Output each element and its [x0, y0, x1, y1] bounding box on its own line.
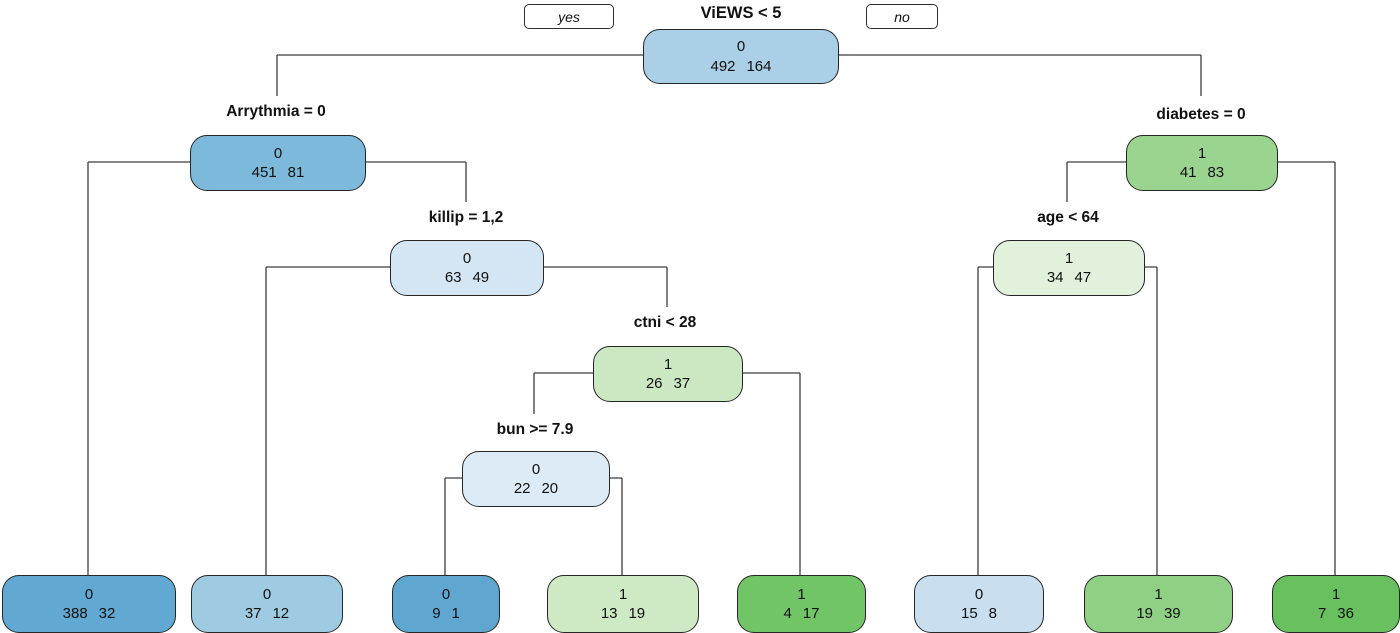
leaf-node-8: 1 7 36 [1272, 575, 1400, 633]
leaf8-class: 1 [1331, 585, 1341, 603]
leaf-node-3: 0 9 1 [392, 575, 500, 633]
leaf5-counts: 4 17 [783, 605, 820, 622]
node-root: 0 492 164 [643, 29, 839, 84]
node-age: 1 34 47 [993, 240, 1145, 296]
split-label-arrythmia: Arrythmia = 0 [226, 103, 326, 120]
leaf5-class: 1 [797, 585, 806, 603]
split-label-killip: killip = 1,2 [428, 209, 504, 226]
node-bun: 0 22 20 [462, 451, 610, 507]
split-label-diabetes: diabetes = 0 [1156, 106, 1246, 123]
leaf6-counts: 15 8 [961, 605, 997, 622]
node-arrythmia-counts: 451 81 [251, 164, 305, 181]
leaf1-counts: 388 32 [62, 605, 116, 622]
node-arrythmia-class: 0 [273, 144, 283, 162]
node-diabetes: 1 41 83 [1126, 135, 1278, 191]
node-killip-class: 0 [462, 249, 472, 267]
no-branch-label: no [894, 8, 910, 25]
leaf3-counts: 9 1 [432, 605, 460, 622]
node-bun-class: 0 [531, 460, 541, 478]
node-killip: 0 63 49 [390, 240, 544, 296]
leaf-node-1: 0 388 32 [2, 575, 176, 633]
leaf3-class: 0 [441, 585, 451, 603]
leaf-node-4: 1 13 19 [547, 575, 699, 633]
node-diabetes-class: 1 [1197, 144, 1207, 162]
leaf-node-2: 0 37 12 [191, 575, 343, 633]
node-ctni-counts: 26 37 [645, 375, 691, 392]
node-age-counts: 34 47 [1046, 269, 1092, 286]
leaf2-counts: 37 12 [244, 605, 290, 622]
leaf8-counts: 7 36 [1318, 605, 1354, 622]
node-root-counts: 492 164 [710, 57, 772, 75]
node-bun-counts: 22 20 [513, 480, 559, 497]
leaf4-counts: 13 19 [600, 605, 646, 622]
leaf7-counts: 19 39 [1136, 605, 1181, 622]
split-label-ctni: ctni < 28 [633, 314, 697, 331]
split-label-bun: bun >= 7.9 [496, 421, 574, 438]
leaf1-class: 0 [84, 585, 94, 603]
node-ctni-class: 1 [663, 355, 673, 373]
leaf6-class: 0 [974, 585, 984, 603]
leaf-node-6: 0 15 8 [914, 575, 1044, 633]
node-root-class: 0 [736, 38, 746, 55]
leaf2-class: 0 [262, 585, 272, 603]
leaf-node-5: 1 4 17 [737, 575, 866, 633]
node-ctni: 1 26 37 [593, 346, 743, 402]
node-killip-counts: 63 49 [444, 269, 490, 286]
leaf7-class: 1 [1154, 585, 1163, 603]
node-age-class: 1 [1064, 249, 1074, 267]
leaf-node-7: 1 19 39 [1084, 575, 1233, 633]
yes-branch-label: yes [558, 8, 580, 25]
split-label-age: age < 64 [1037, 209, 1099, 226]
node-arrythmia: 0 451 81 [190, 135, 366, 191]
leaf4-class: 1 [618, 585, 628, 603]
node-diabetes-counts: 41 83 [1179, 164, 1225, 181]
no-branch-label-box: no [866, 4, 938, 29]
root-split-label: ViEWS < 5 [700, 4, 782, 22]
yes-branch-label-box: yes [524, 4, 614, 29]
